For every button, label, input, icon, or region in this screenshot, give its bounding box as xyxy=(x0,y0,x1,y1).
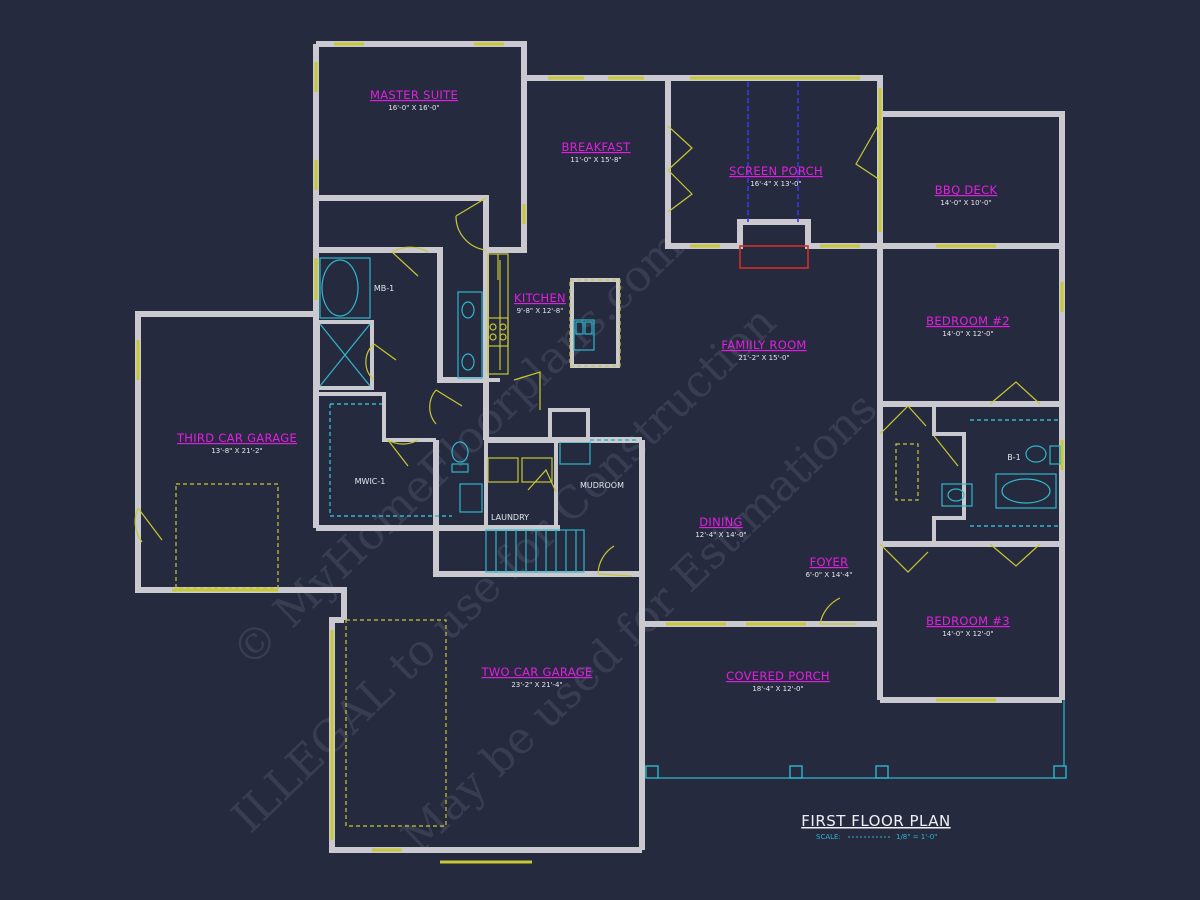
room-dim-two-car-garage: 23'-2" X 21'-4" xyxy=(511,681,562,689)
room-dim-bedroom-2: 14'-0" X 12'-0" xyxy=(942,330,993,338)
room-dim-covered-porch: 18'-4" X 12'-0" xyxy=(752,685,803,693)
room-labels: MASTER SUITE 16'-0" X 16'-0" BREAKFAST 1… xyxy=(176,88,1021,693)
plan-title: FIRST FLOOR PLAN xyxy=(801,812,950,830)
room-name-screen-porch: SCREEN PORCH xyxy=(729,164,823,178)
room-name-foyer: FOYER xyxy=(810,555,849,569)
room-name-two-car-garage: TWO CAR GARAGE xyxy=(481,665,593,679)
room-dim-family-room: 21'-2" X 15'-0" xyxy=(738,354,789,362)
scale-value: 1/8" = 1'-0" xyxy=(896,833,937,841)
room-name-bbq-deck: BBQ DECK xyxy=(935,183,998,197)
room-dim-bbq-deck: 14'-0" X 10'-0" xyxy=(940,199,991,207)
label-laundry: LAUNDRY xyxy=(491,513,529,522)
room-name-covered-porch: COVERED PORCH xyxy=(726,669,830,683)
room-dim-screen-porch: 16'-4" X 13'-0" xyxy=(750,180,801,188)
room-dim-dining: 12'-4" X 14'-0" xyxy=(695,531,746,539)
room-name-third-car-garage: THIRD CAR GARAGE xyxy=(176,431,297,445)
fixtures xyxy=(134,82,1067,840)
room-name-dining: DINING xyxy=(699,515,743,529)
room-dim-master-suite: 16'-0" X 16'-0" xyxy=(388,104,439,112)
room-dim-third-car-garage: 13'-8" X 21'-2" xyxy=(211,447,262,455)
room-name-bedroom-2: BEDROOM #2 xyxy=(926,314,1010,328)
label-mwic1: MWIC-1 xyxy=(355,477,386,486)
room-name-master-suite: MASTER SUITE xyxy=(370,88,458,102)
room-name-kitchen: KITCHEN xyxy=(514,291,566,305)
room-dim-breakfast: 11'-0" X 15'-8" xyxy=(570,156,621,164)
room-dim-kitchen: 9'-8" X 12'-8" xyxy=(517,307,564,315)
windows xyxy=(136,42,1064,864)
room-dim-foyer: 6'-0" X 14'-4" xyxy=(806,571,853,579)
room-dim-bedroom-3: 14'-0" X 12'-0" xyxy=(942,630,993,638)
staircase xyxy=(485,529,585,573)
room-name-bedroom-3: BEDROOM #3 xyxy=(926,614,1010,628)
watermark: © MyHomeFloorplans.com ILLEGAL to use fo… xyxy=(222,221,887,863)
scale-label: SCALE: xyxy=(816,833,841,841)
room-name-family-room: FAMIILY ROOM xyxy=(721,338,806,352)
room-name-breakfast: BREAKFAST xyxy=(561,140,631,154)
label-mudroom: MUDROOM xyxy=(580,481,624,490)
title-block: FIRST FLOOR PLAN SCALE: 1/8" = 1'-0" xyxy=(801,812,950,841)
label-b1: B-1 xyxy=(1007,453,1020,462)
label-mb1: MB-1 xyxy=(374,284,394,293)
